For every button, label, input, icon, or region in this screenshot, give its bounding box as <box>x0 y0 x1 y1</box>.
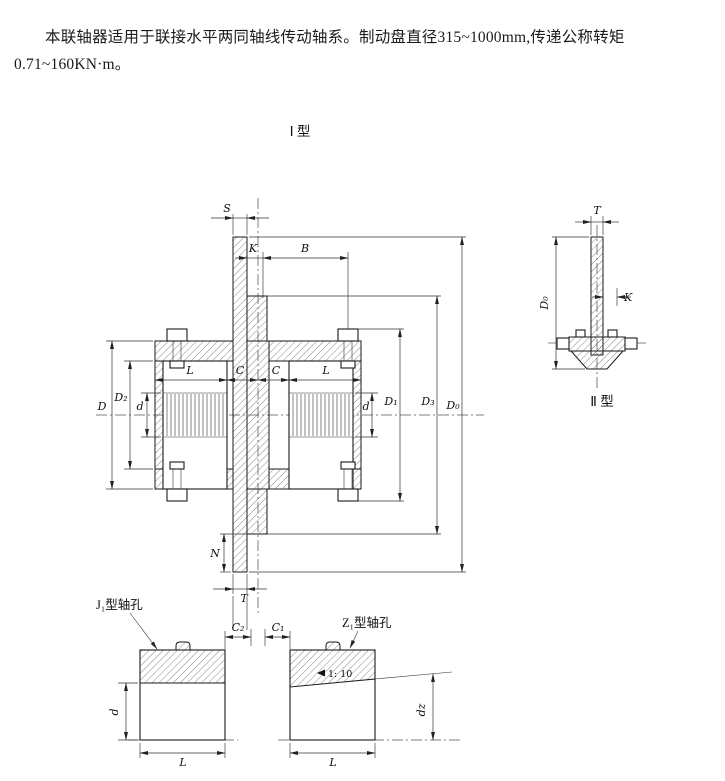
dim-label-d-left: d <box>136 400 143 413</box>
side-hub-cone <box>569 350 625 370</box>
j1-bore-figure: J₁型轴孔 d L <box>96 597 226 769</box>
bottom-center-dimensions: C₂ C₁ <box>224 596 291 649</box>
brake-disc-lower-boss <box>246 488 268 535</box>
sleeve-wall-left <box>154 360 164 470</box>
dim-label-C1: C₁ <box>272 621 285 634</box>
dim-label-T: T <box>240 592 249 605</box>
type2-caption: Ⅱ 型 <box>590 394 614 409</box>
j1-bore-label: J₁型轴孔 <box>96 597 143 612</box>
dim-label-d-right: d <box>362 400 369 413</box>
spline-bore-right <box>292 394 350 436</box>
dim-label-dz: dz <box>415 703 428 716</box>
main-view-coupling <box>154 236 362 573</box>
flange-top-left <box>154 340 234 362</box>
dim-label-D1: D₁ <box>383 395 397 408</box>
j1-keyway <box>175 641 191 651</box>
dim-label-N: N <box>209 547 220 560</box>
intro-paragraph: 本联轴器适用于联接水平两同轴线传动轴系。制动盘直径315~1000mm,传递公称… <box>14 28 625 74</box>
dim-label-K2: K <box>623 291 633 304</box>
z1-keyway <box>325 641 341 651</box>
side-view: T D₀ K <box>538 204 646 370</box>
dim-label-L-bl: L <box>178 756 186 769</box>
type1-caption: Ⅰ 型 <box>290 124 311 139</box>
dim-label-S: S <box>223 202 231 215</box>
dim-label-D: D <box>97 400 107 413</box>
dim-label-L-br: L <box>328 756 336 769</box>
main-view-dimensions: S K B L C C L D D₂ d d D₁ D <box>97 202 466 605</box>
dim-label-T2: T <box>593 204 602 217</box>
dim-label-L-right: L <box>321 364 329 377</box>
dim-label-D0: D₀ <box>445 399 460 412</box>
side-bolt-right <box>624 337 638 350</box>
spline-bore-left <box>166 394 224 436</box>
dim-label-D2: D₂ <box>113 391 127 404</box>
z1-bore-figure: Z₁型轴孔 1: 10 dz L <box>289 615 453 769</box>
j1-hub-section <box>139 649 226 684</box>
dim-label-d-bore: d <box>108 708 121 715</box>
side-bolt-left <box>556 337 570 350</box>
flange-top-right <box>268 340 362 362</box>
dim-label-D3: D₃ <box>420 395 434 408</box>
taper-symbol <box>317 669 325 677</box>
side-flange <box>568 336 626 352</box>
z1-bore-label: Z₁型轴孔 <box>342 615 392 630</box>
brake-disc-plate <box>232 236 248 573</box>
dim-label-C2: C₂ <box>232 621 245 634</box>
brake-disc-upper-boss <box>246 295 268 342</box>
dim-label-B: B <box>300 242 309 255</box>
taper-label: 1: 10 <box>328 669 352 680</box>
dim-label-K: K <box>248 242 258 255</box>
brake-disc-mid-ring <box>246 340 270 490</box>
dim-label-C-right: C <box>272 364 281 377</box>
dim-label-C-left: C <box>236 364 245 377</box>
sleeve-wall-right <box>352 360 362 470</box>
flange-bolts <box>166 328 359 502</box>
dim-label-L-left: L <box>185 364 193 377</box>
dim-label-D0-side: D₀ <box>538 296 551 311</box>
